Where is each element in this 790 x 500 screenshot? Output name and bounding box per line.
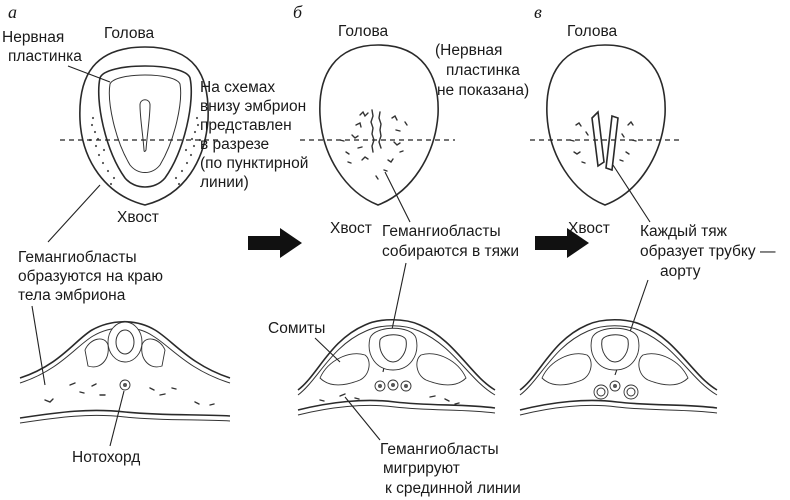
notochord-label: Нотохорд	[72, 449, 140, 466]
panel-v-top: в Голова Хвост Каждый тяж образует трубк…	[530, 2, 776, 376]
cords-line1: Гемангиобласты	[382, 223, 501, 240]
panel-v-embryo-outline	[546, 44, 666, 206]
section-a-somite-right	[141, 338, 166, 368]
migrate-line3: к срединной линии	[385, 480, 521, 497]
panel-v-letter: в	[534, 2, 542, 22]
section-v-aorta-right	[623, 384, 639, 400]
section-note-line1: На схемах	[200, 79, 275, 96]
section-v-endoderm	[519, 399, 718, 411]
migrate-line2: мигрируют	[383, 460, 460, 477]
migrate-pointer	[344, 396, 381, 441]
section-note-line5: (по пунктирной	[200, 155, 308, 172]
section-a-somite-left	[84, 338, 109, 368]
section-v-ectoderm	[519, 318, 718, 391]
arrow-b-to-v	[535, 228, 589, 258]
hemangioblasts-edge-line2: образуются на краю	[18, 268, 163, 285]
each-cord-pointer-up	[612, 164, 651, 223]
section-b-somite-left	[319, 353, 370, 386]
section-a-endoderm	[19, 409, 231, 419]
panel-b-tail-label: Хвост	[330, 220, 372, 237]
neural-plate-pointer	[67, 65, 111, 83]
section-v-somite-left	[541, 353, 592, 386]
not-shown-line2: пластинка	[446, 62, 520, 79]
panel-a-neural-plate-inner	[108, 74, 182, 173]
hemangioblasts-edge-line3: тела эмбриона	[18, 287, 126, 304]
panel-a-top: а Голова Хвост Нервная пластинка	[2, 2, 308, 386]
panel-b-letter: б	[293, 2, 303, 22]
cords-pointer-up	[384, 171, 411, 223]
panel-b-top: б Голова Хвост (Нервная пластинка не пок…	[293, 2, 529, 373]
panel-b-cross-section: Сомиты Гемангиобласты мигрируют к средин…	[268, 318, 521, 497]
section-a-neural-tube	[107, 321, 143, 363]
neural-plate-label-line2: пластинка	[8, 48, 82, 65]
panel-b-embryo-outline	[319, 44, 439, 206]
section-note-line6: линии)	[200, 174, 249, 191]
section-b-somite-right	[416, 353, 467, 386]
panel-v-tail-label: Хвост	[568, 220, 610, 237]
section-v-somite-right	[638, 353, 689, 386]
panel-v-cross-section	[519, 318, 718, 416]
section-note-line4: в разрезе	[200, 136, 269, 153]
section-b-endoderm	[297, 399, 496, 411]
hemangioblasts-edge-line1: Гемангиобласты	[18, 249, 137, 266]
each-cord-line2: образует трубку —	[640, 243, 776, 260]
notochord-pointer	[109, 390, 125, 447]
panel-b-cords	[339, 109, 408, 180]
section-v-aorta-left	[593, 384, 609, 400]
section-note-line3: представлен	[200, 117, 292, 134]
panel-v-aorta-tubes	[569, 110, 637, 172]
arrow-a-to-b	[248, 228, 302, 258]
panel-v-head-label: Голова	[567, 23, 618, 40]
section-b-hemangioblasts	[319, 393, 460, 405]
section-a-hemangioblasts	[44, 382, 215, 406]
panel-a-neural-groove	[139, 99, 151, 152]
panel-a-cross-section: Нотохорд	[19, 320, 231, 466]
not-shown-line3: не показана)	[437, 82, 529, 99]
section-note-line2: внизу эмбрион	[200, 98, 306, 115]
each-cord-line1: Каждый тяж	[640, 223, 728, 240]
cords-line2: собираются в тяжи	[382, 243, 519, 260]
migrate-line1: Гемангиобласты	[380, 441, 499, 458]
panel-a-head-label: Голова	[104, 25, 155, 42]
neural-plate-label-line1: Нервная	[2, 29, 64, 46]
section-b-ectoderm	[297, 318, 496, 391]
panel-b-head-label: Голова	[338, 23, 389, 40]
stage-arrows	[248, 228, 589, 258]
panel-a-letter: а	[8, 2, 17, 22]
somites-label: Сомиты	[268, 320, 325, 337]
somites-pointer	[314, 337, 341, 363]
hemangioblasts-edge-pointer-down	[31, 305, 46, 386]
hemangioblasts-edge-pointer-up	[47, 184, 101, 243]
panel-a-embryo-outline	[79, 46, 209, 206]
not-shown-line1: (Нервная	[435, 42, 502, 59]
each-cord-line3: аорту	[660, 263, 701, 280]
panel-a-tail-label: Хвост	[117, 209, 159, 226]
panel-a-neural-plate-outer	[97, 65, 193, 188]
